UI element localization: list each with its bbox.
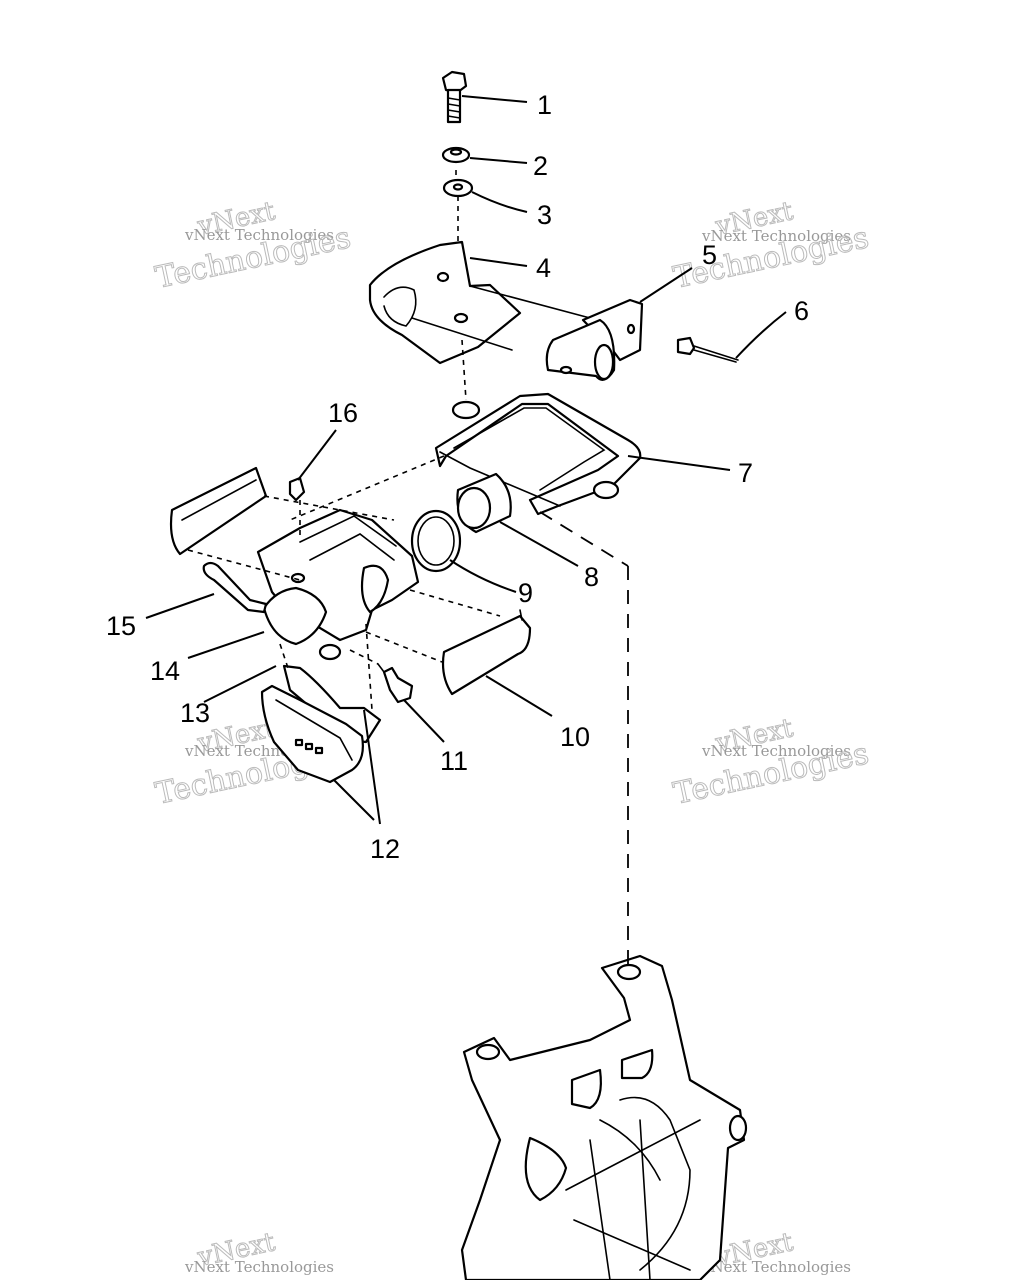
watermark-mid-right: vNext vNext Technologies Technologies xyxy=(670,713,872,813)
part-2-lock-washer xyxy=(441,146,471,164)
part-15-brake-line xyxy=(202,561,268,614)
callout-9: 9 xyxy=(518,578,533,608)
callout-8: 8 xyxy=(584,562,599,592)
callout-1: 1 xyxy=(537,90,552,120)
caliper-body xyxy=(256,508,420,661)
pad-shim-upper xyxy=(169,466,268,556)
callout-5: 5 xyxy=(702,240,717,270)
part-10-pad-shim xyxy=(441,609,532,696)
part-3-flat-washer xyxy=(442,178,474,198)
part-8-piston xyxy=(456,472,512,534)
mounting-frame xyxy=(460,954,748,1280)
part-1-bolt xyxy=(441,70,468,124)
svg-text:vNext Technologies: vNext Technologies xyxy=(184,1258,334,1276)
svg-text:vNext Technologies: vNext Technologies xyxy=(184,226,334,244)
callout-2: 2 xyxy=(533,151,548,181)
callout-7: 7 xyxy=(738,458,753,488)
callout-16: 16 xyxy=(328,398,358,428)
part-5-pivot xyxy=(545,298,644,381)
callout-14: 14 xyxy=(150,656,180,686)
part-9-seal-ring xyxy=(410,509,462,573)
watermark-bottom-right: vNext vNext Technologies xyxy=(701,1227,851,1276)
callouts: 1 2 3 4 5 6 7 8 9 10 11 12 13 14 15 16 xyxy=(106,90,809,864)
callout-6: 6 xyxy=(794,296,809,326)
part-16-bleeder xyxy=(288,476,306,502)
watermark-bottom-left: vNext vNext Technologies xyxy=(184,1227,334,1276)
svg-text:vNext Technologies: vNext Technologies xyxy=(701,227,851,245)
assembly-lines xyxy=(187,170,629,964)
part-11-fitting xyxy=(377,663,414,704)
part-4-bracket xyxy=(368,240,591,365)
watermark-top-right: vNext vNext Technologies Technologies xyxy=(670,196,872,297)
callout-15: 15 xyxy=(106,611,136,641)
callout-11: 11 xyxy=(440,746,468,776)
part-12-13-brake-pads xyxy=(260,664,382,784)
callout-10: 10 xyxy=(560,722,590,752)
callout-12: 12 xyxy=(370,834,400,864)
callout-13: 13 xyxy=(180,698,210,728)
leader-lines xyxy=(145,95,787,825)
part-6-screw xyxy=(676,336,739,363)
svg-text:vNext Technologies: vNext Technologies xyxy=(701,742,851,760)
callout-3: 3 xyxy=(537,200,552,230)
watermark-top-left: vNext vNext Technologies Technologies xyxy=(152,196,354,297)
svg-text:vNext Technologies: vNext Technologies xyxy=(701,1258,851,1276)
callout-4: 4 xyxy=(536,253,551,283)
